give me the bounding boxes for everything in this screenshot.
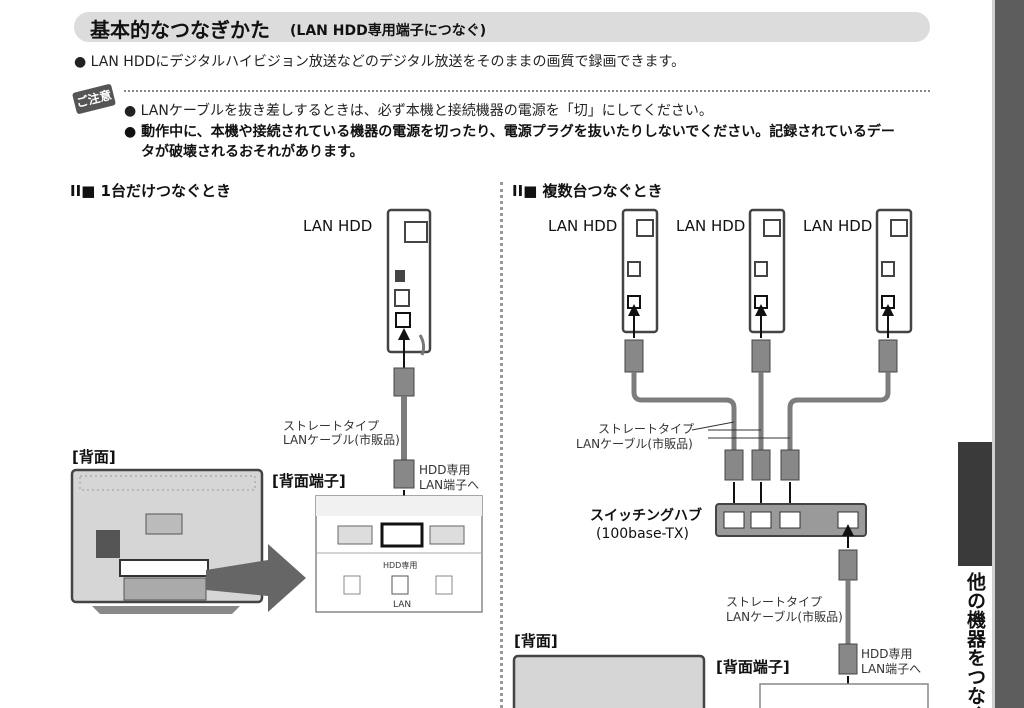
- title-bar: [74, 12, 930, 42]
- single-terminal-label: [背面端子]: [272, 472, 346, 490]
- page-edge: [992, 0, 995, 708]
- multi-cable-label-2: LANケーブル(市販品): [576, 436, 693, 451]
- multi-lan-hdd-3: [875, 208, 913, 334]
- caution-line-1: ● LANケーブルを抜き差しするときは、必ず本機と接続機器の電源を「切」にしてく…: [124, 103, 713, 119]
- intro-text: ● LAN HDDにデジタルハイビジョン放送などのデジタル放送をそのままの画質で…: [74, 54, 686, 70]
- caution-divider: [124, 90, 930, 92]
- hub-uplink-cable: [838, 549, 858, 675]
- single-lan-cable: [393, 367, 415, 489]
- single-cable-label-1: ストレートタイプ: [283, 419, 379, 433]
- manual-page: 基本的なつなぎかた (LAN HDD専用端子につなぐ) ● LAN HDDにデジ…: [0, 0, 992, 708]
- switching-hub: [715, 503, 867, 537]
- viewer-background: [992, 0, 1024, 708]
- multi-hdd-port-label-2: LAN端子へ: [861, 662, 921, 676]
- caution-line-2: ● 動作中に、本機や接続されている機器の電源を切ったり、電源プラグを抜いたりしな…: [124, 124, 895, 140]
- terminal-panel-zoom: HDD専用 LAN: [315, 495, 483, 613]
- single-cable-label-2: LANケーブル(市販品): [283, 432, 400, 447]
- single-hdd-port-label-2: LAN端子へ: [419, 478, 479, 492]
- multi-terminal-panel: [759, 683, 929, 708]
- caution-line-3: タが破壊されるおそれがあります。: [141, 144, 364, 160]
- panel-hdd-label: HDD専用: [383, 560, 417, 570]
- single-rear-label: [背面]: [72, 448, 116, 466]
- multi-lan-cables: [624, 339, 898, 481]
- multi-lan-hdd-label-2: LAN HDD: [676, 217, 745, 235]
- multi-tv-rear: [512, 654, 706, 708]
- multi-rear-label: [背面]: [514, 632, 558, 650]
- hub-label-2: (100base-TX): [596, 526, 689, 542]
- single-hdd-port-label-1: HDD専用: [419, 463, 471, 477]
- page-subtitle: (LAN HDD専用端子につなぐ): [290, 23, 487, 39]
- multi-cable2-label-1: ストレートタイプ: [726, 595, 822, 609]
- connection-diagrams: LAN HDD ストレートタイプ LANケーブル(市販品) HDD専用 LAN端…: [70, 208, 929, 708]
- multi-lan-hdd-2: [748, 208, 786, 334]
- hub-label-1: スイッチングハブ: [590, 507, 702, 524]
- multi-lan-hdd-label-1: LAN HDD: [548, 217, 617, 235]
- multi-cable-label-1: ストレートタイプ: [598, 422, 694, 436]
- multi-terminal-label: [背面端子]: [716, 658, 790, 676]
- multi-cable2-label-2: LANケーブル(市販品): [726, 609, 843, 624]
- section-divider: [500, 182, 503, 708]
- panel-lan-label: LAN: [393, 600, 411, 610]
- section-multi-heading: II■ 複数台つなぐとき: [512, 182, 663, 200]
- multi-lan-hdd-label-3: LAN HDD: [803, 217, 872, 235]
- single-lan-hdd-label: LAN HDD: [303, 217, 372, 235]
- multi-hdd-port-label-1: HDD専用: [861, 647, 913, 661]
- side-tab-marker: [958, 442, 992, 566]
- section-single-heading: II■ 1台だけつなぐとき: [70, 182, 231, 200]
- lan-hdd-device: [386, 208, 432, 356]
- multi-lan-hdd-1: [621, 208, 659, 334]
- side-tab-label: 他の機器をつなぐ: [964, 572, 986, 708]
- page-title: 基本的なつなぎかた: [90, 18, 270, 42]
- zoom-arrow: [206, 544, 306, 612]
